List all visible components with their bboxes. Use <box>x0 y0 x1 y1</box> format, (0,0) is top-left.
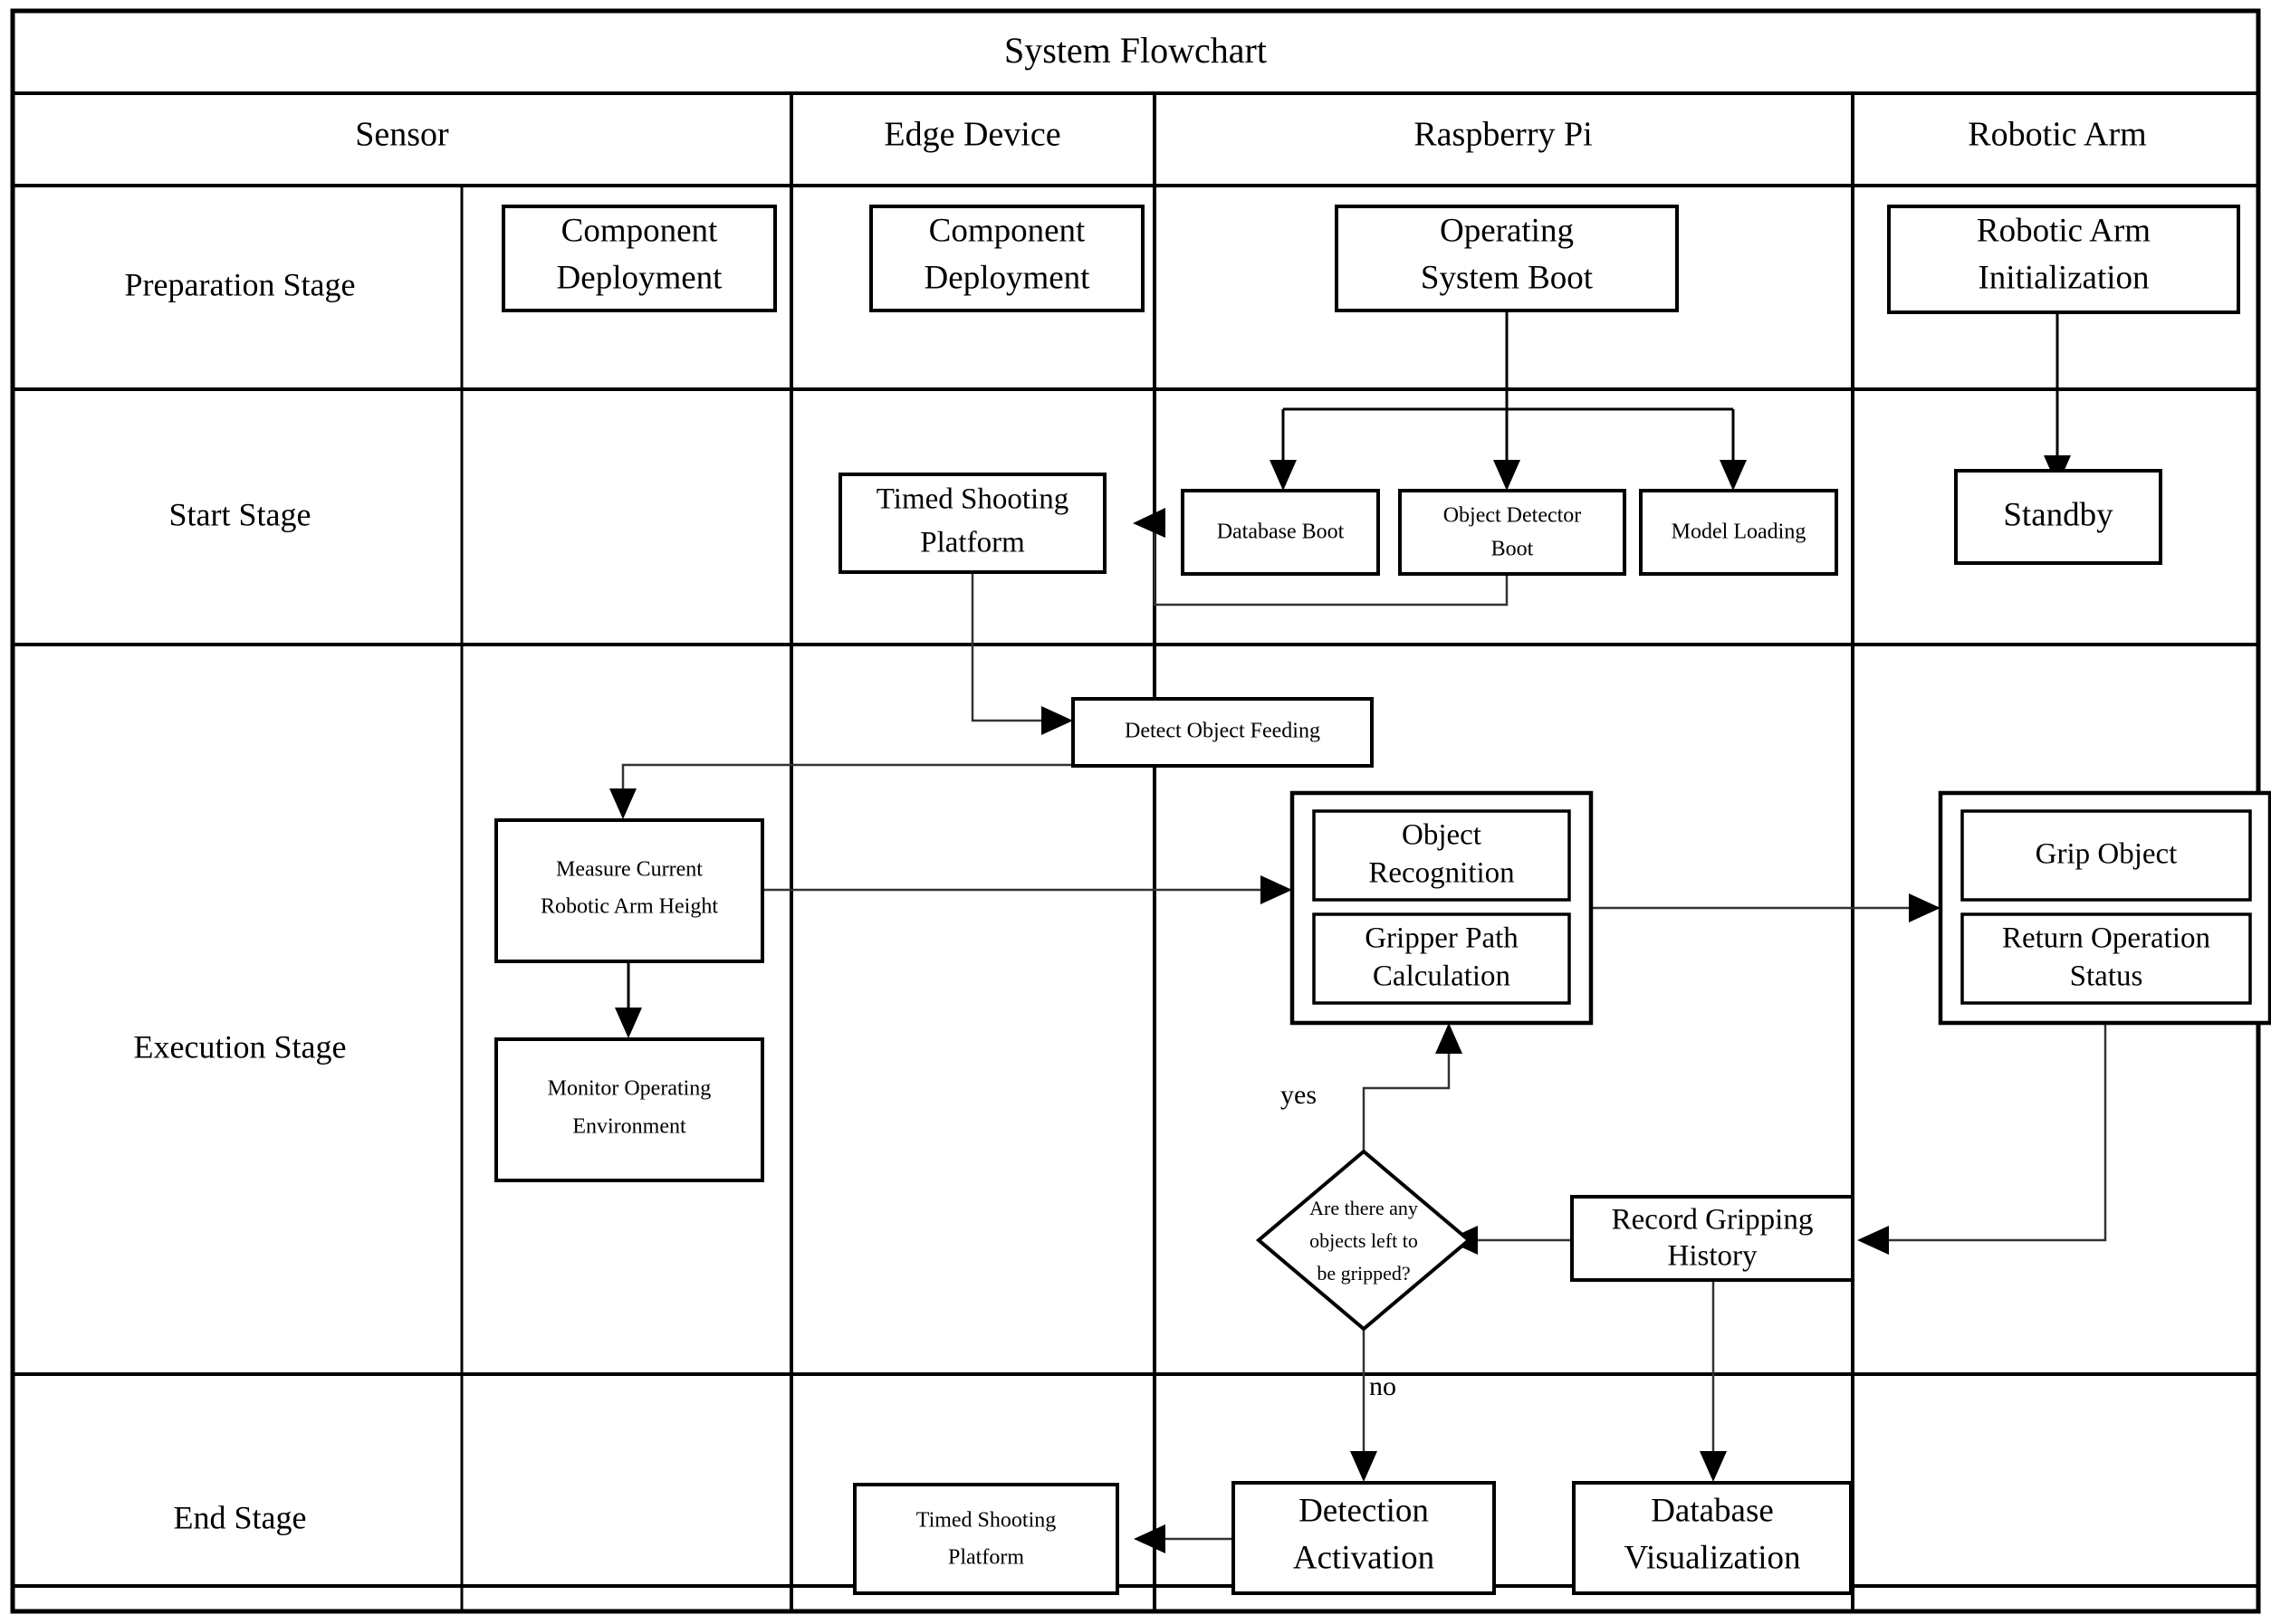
arrowhead-database-boot <box>1270 460 1297 491</box>
column-header-raspberry-pi: Raspberry Pi <box>1413 116 1592 154</box>
node-timed-shooting-platform-start[interactable]: Timed Shooting Platform <box>838 473 1107 574</box>
arrowhead-timed-platform-end <box>1134 1524 1165 1553</box>
node-label-line2: Recognition <box>1368 857 1514 890</box>
node-label-line1: Record Gripping <box>1612 1204 1814 1237</box>
column-header-sensor: Sensor <box>355 116 449 154</box>
node-label-line1: Detection <box>1298 1492 1429 1529</box>
node-label-line2: Deployment <box>925 259 1091 296</box>
node-group-arm-actions: Grip Object Return Operation Status <box>1938 790 2271 1026</box>
connector-detect-to-measure <box>621 763 1073 797</box>
node-timed-shooting-platform-end[interactable]: Timed Shooting Platform <box>853 1483 1119 1595</box>
node-robotic-arm-initialization[interactable]: Robotic Arm Initialization <box>1887 205 2240 314</box>
node-detection-activation[interactable]: Detection Activation <box>1231 1481 1496 1595</box>
connector-layer <box>609 310 2107 1553</box>
node-detect-object-feeding[interactable]: Detect Object Feeding <box>1071 697 1374 768</box>
node-label-line2: Platform <box>948 1546 1024 1570</box>
node-label-line2: Initialization <box>1978 259 2149 296</box>
node-label-line2: Robotic Arm Height <box>541 895 718 919</box>
node-label-line1: Monitor Operating <box>548 1077 712 1101</box>
arrowhead-detect-object-feeding <box>1041 706 1073 735</box>
stage-label-start: Start Stage <box>169 496 311 532</box>
node-edge-component-deployment[interactable]: Component Deployment <box>869 205 1145 312</box>
node-object-detector-boot[interactable]: Object Detector Boot <box>1398 489 1626 576</box>
column-header-robotic-arm: Robotic Arm <box>1968 116 2146 154</box>
node-standby[interactable]: Standby <box>1954 469 2162 565</box>
connector-timed-platform-to-detect <box>971 572 1050 722</box>
node-object-recognition[interactable]: Object Recognition <box>1312 809 1571 902</box>
node-label-line1: Gripper Path <box>1365 922 1519 955</box>
stage-label-end: End Stage <box>174 1499 307 1535</box>
node-label-line1: Component <box>929 212 1086 249</box>
node-group-pi-compute: Object Recognition Gripper Path Calculat… <box>1289 790 1594 1026</box>
node-label-line1: Object Detector <box>1443 504 1582 528</box>
arrowhead-measure-height <box>609 788 637 819</box>
node-label-line1: Model Loading <box>1672 521 1806 544</box>
node-label-line2: Activation <box>1293 1539 1434 1576</box>
node-label-line3: be gripped? <box>1317 1262 1410 1285</box>
connector-arm-to-record <box>1880 1023 2107 1242</box>
edge-label-no: no <box>1369 1371 1396 1401</box>
node-label-line2: System Boot <box>1421 259 1594 296</box>
node-label-line1: Timed Shooting <box>916 1509 1057 1533</box>
arrowhead-record-gripping-history-right <box>1857 1226 1889 1255</box>
node-label-line1: Database <box>1651 1492 1774 1529</box>
connector-yes-to-pi-group <box>1362 1046 1451 1151</box>
node-label-line2: Visualization <box>1624 1539 1800 1576</box>
node-label-line2: Deployment <box>557 259 723 296</box>
arrowhead-object-recognition <box>1260 875 1292 904</box>
node-label-line1: Component <box>561 212 718 249</box>
node-label-line1: Measure Current <box>556 858 703 882</box>
arrowhead-detection-activation <box>1350 1451 1377 1482</box>
node-label-line2: Calculation <box>1373 960 1510 993</box>
node-gripper-path-calculation[interactable]: Gripper Path Calculation <box>1312 912 1571 1005</box>
connector-detector-to-timed-platform <box>1153 523 1509 607</box>
edge-label-yes: yes <box>1280 1080 1317 1110</box>
arrowhead-grip-object <box>1909 893 1940 922</box>
node-monitor-operating-environment[interactable]: Monitor Operating Environment <box>494 1037 764 1182</box>
node-label-line1: Object <box>1402 819 1481 852</box>
node-label-line1: Timed Shooting <box>877 483 1068 516</box>
node-decision-objects-left[interactable]: Are there any objects left to be gripped… <box>1255 1149 1472 1332</box>
node-model-loading[interactable]: Model Loading <box>1639 489 1838 576</box>
node-label-line2: Status <box>2070 960 2143 993</box>
node-operating-system-boot[interactable]: Operating System Boot <box>1335 205 1679 312</box>
arrowhead-yes-branch <box>1435 1023 1462 1054</box>
node-label-line1: Grip Object <box>2036 838 2178 871</box>
node-label-line2: Environment <box>572 1115 686 1139</box>
node-label-line1: Database Boot <box>1217 521 1345 544</box>
node-label-line1: Detect Object Feeding <box>1125 720 1320 743</box>
node-label-line2: objects left to <box>1309 1229 1418 1252</box>
node-grip-object[interactable]: Grip Object <box>1960 809 2252 902</box>
arrowhead-object-detector-boot <box>1493 460 1520 491</box>
node-label-line1: Operating <box>1440 212 1574 249</box>
node-label-line1: Robotic Arm <box>1977 212 2151 249</box>
node-database-boot[interactable]: Database Boot <box>1181 489 1380 576</box>
node-measure-current-robotic-arm-height[interactable]: Measure Current Robotic Arm Height <box>494 818 764 963</box>
node-sensor-component-deployment[interactable]: Component Deployment <box>502 205 777 312</box>
node-database-visualization[interactable]: Database Visualization <box>1572 1481 1853 1595</box>
node-record-gripping-history[interactable]: Record Gripping History <box>1570 1195 1854 1282</box>
arrowhead-database-visualization <box>1700 1451 1727 1482</box>
page-title: System Flowchart <box>1004 30 1267 71</box>
node-label-line2: History <box>1668 1240 1758 1273</box>
node-label-line2: Platform <box>920 527 1025 559</box>
node-label-line2: Boot <box>1491 538 1534 561</box>
stage-label-execution: Execution Stage <box>134 1028 347 1065</box>
stage-label-preparation: Preparation Stage <box>125 266 356 302</box>
node-return-operation-status[interactable]: Return Operation Status <box>1960 912 2252 1005</box>
arrowhead-model-loading <box>1720 460 1747 491</box>
node-label-line1: Are there any <box>1309 1197 1418 1219</box>
node-label-line1: Return Operation <box>2002 922 2210 955</box>
swimlane-grid <box>10 8 2261 1614</box>
arrowhead-monitor-environment <box>615 1008 642 1038</box>
arrowhead-timed-platform-start <box>1133 508 1165 538</box>
node-label-line1: Standby <box>2003 496 2113 533</box>
column-header-edge-device: Edge Device <box>884 116 1060 154</box>
